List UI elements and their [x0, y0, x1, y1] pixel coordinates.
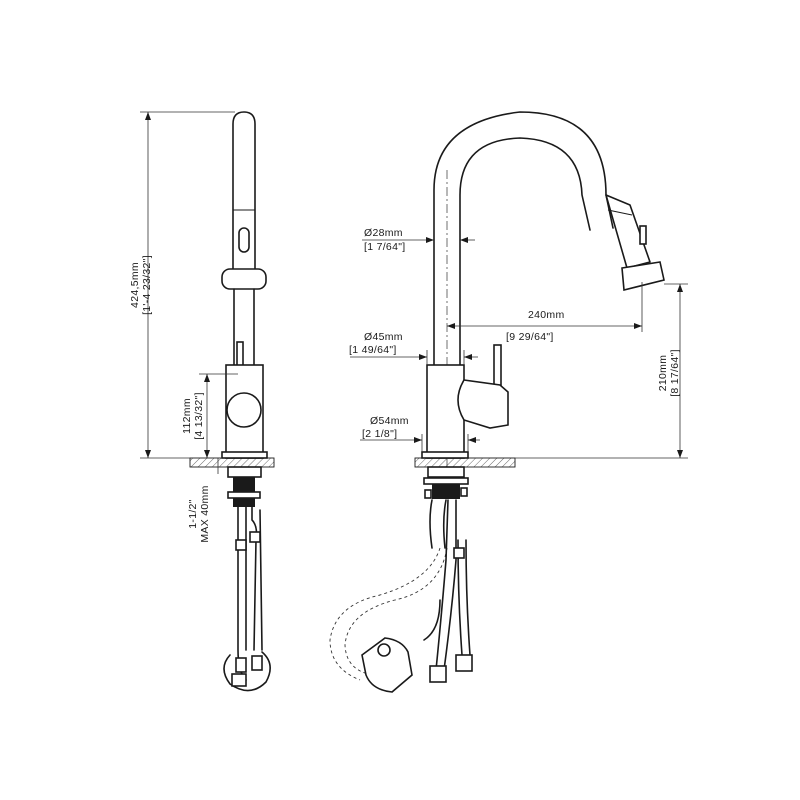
faucet-front-view [329, 111, 665, 693]
deck-thickness-line1: 1-1/2" [187, 499, 199, 528]
body-front [426, 364, 465, 459]
spray-head-side [232, 111, 256, 271]
spout-diameter-imperial: [1 7/64"] [364, 241, 405, 253]
svg-text:[4 13/32"]: [4 13/32"] [193, 392, 205, 440]
total-height-metric: 424,5mm [129, 262, 141, 308]
spray-button-front-icon [639, 225, 647, 245]
dimension-reach: 240mm [9 29/64"] [447, 282, 643, 343]
hose-side-1 [237, 506, 247, 681]
base-ring-front [421, 451, 469, 459]
svg-text:424,5mm: 424,5mm [129, 262, 141, 308]
svg-text:[1'-4 23/32"]: [1'-4 23/32"] [141, 255, 153, 315]
countertop-right [414, 457, 516, 468]
dimension-spout-clearance: 210mm [8 17/64"] [515, 283, 688, 459]
lever-front [493, 344, 502, 391]
total-height-imperial: [1'-4 23/32"] [141, 255, 153, 315]
handle-height-metric: 112mm [181, 398, 193, 434]
gooseneck-spout [433, 111, 614, 366]
svg-text:1-1/2": 1-1/2" [187, 499, 199, 528]
spout-clearance-imperial: [8 17/64"] [669, 349, 681, 397]
spray-nozzle-front [621, 261, 665, 292]
hose-weight-icon [361, 637, 413, 693]
handle-height-imperial: [4 13/32"] [193, 392, 205, 440]
base-diameter-imperial: [2 1/8"] [362, 428, 397, 440]
spray-button-side-icon [238, 227, 250, 253]
base-ring-side [221, 451, 268, 459]
dimension-handle-height: 112mm [4 13/32"] [181, 373, 238, 458]
handle-front [457, 379, 509, 429]
body-diameter-imperial: [1 49/64"] [349, 344, 397, 356]
pullout-hose-path [329, 547, 441, 681]
dimension-spout-diameter: Ø28mm [1 7/64"] [362, 227, 475, 253]
deck-thickness-line2: MAX 40mm [199, 485, 211, 542]
dimension-body-diameter: Ø45mm [1 49/64"] [349, 331, 478, 365]
spray-head-front [605, 194, 651, 269]
faucet-side-view [221, 111, 271, 692]
reach-metric: 240mm [528, 309, 565, 321]
svg-text:210mm: 210mm [657, 355, 669, 392]
handle-hub-side [226, 392, 262, 428]
pullout-hose-exit [429, 499, 447, 549]
spout-clearance-metric: 210mm [657, 355, 669, 392]
svg-text:MAX 40mm: MAX 40mm [199, 485, 211, 542]
body-diameter-metric: Ø45mm [364, 331, 403, 343]
hose-weight-loop [223, 651, 271, 692]
dimension-total-height: 424,5mm [1'-4 23/32"] [129, 111, 235, 459]
hose-side-2 [251, 506, 258, 651]
dimension-deck-thickness: 1-1/2" MAX 40mm [187, 458, 226, 543]
svg-text:112mm: 112mm [181, 398, 193, 434]
svg-text:[8 17/64"]: [8 17/64"] [669, 349, 681, 397]
spout-diameter-metric: Ø28mm [364, 227, 403, 239]
reach-imperial: [9 29/64"] [506, 331, 554, 343]
collar-ring-side [221, 268, 267, 290]
base-diameter-metric: Ø54mm [370, 415, 409, 427]
countertop-left [189, 457, 275, 468]
supply-hose-1 [435, 499, 449, 671]
dimension-base-diameter: Ø54mm [2 1/8"] [360, 415, 480, 452]
